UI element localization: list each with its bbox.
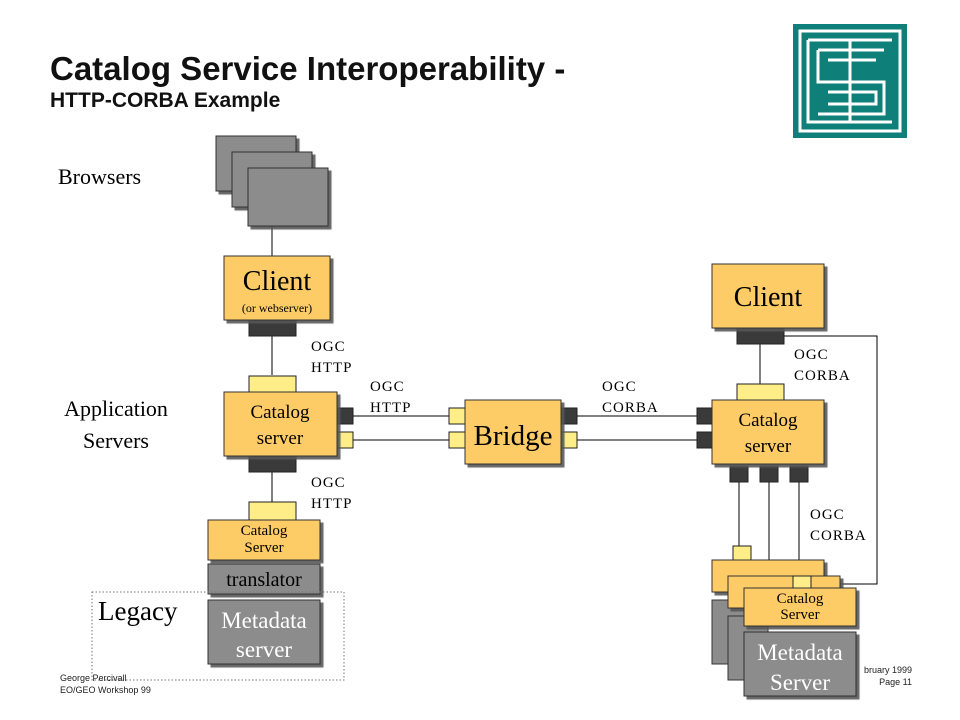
client-right: Client	[711, 263, 825, 329]
proto-ogc: OGC	[810, 507, 845, 523]
proto-ogc: OGC	[311, 339, 346, 355]
footer-author: George Percivall	[60, 673, 127, 683]
catalog-server-small-left-line2: Server	[244, 540, 283, 556]
port-dark	[696, 407, 714, 425]
port-light	[448, 407, 466, 425]
proto-http: HTTP	[370, 400, 412, 416]
port-light	[248, 501, 297, 521]
proto-ogc: OGC	[602, 379, 637, 395]
proto-corba: CORBA	[810, 528, 867, 544]
bridge-label: Bridge	[474, 420, 553, 452]
port-light	[736, 383, 785, 401]
port-dark	[789, 465, 809, 483]
footer-right: bruary 1999 Page 11	[856, 664, 912, 688]
client-left-label: Client	[243, 266, 312, 297]
browser-window	[247, 167, 329, 227]
app-servers-label-2: Servers	[83, 428, 149, 453]
port-dark	[248, 455, 297, 473]
proto-http: HTTP	[311, 496, 353, 512]
footer-event: EO/GEO Workshop 99	[60, 685, 151, 695]
port-light	[448, 431, 466, 449]
port-light	[248, 375, 297, 393]
app-servers-label-1: Application	[64, 396, 168, 421]
catalog-server-small-right-line2: Server	[780, 607, 819, 623]
legacy-boundary	[91, 591, 345, 681]
port-dark	[696, 431, 714, 449]
client-right-label: Client	[734, 282, 803, 313]
proto-corba: CORBA	[794, 368, 851, 384]
metadata-server-right-line1: Metadata	[757, 640, 843, 665]
port-dark	[729, 465, 749, 483]
footer-page: Page 11	[879, 677, 912, 687]
footer-date: bruary 1999	[863, 665, 912, 675]
sgs-logo	[793, 24, 907, 138]
catalog-server-left-line2: server	[257, 428, 304, 449]
catalog-server-right-line1: Catalog	[738, 410, 798, 431]
proto-ogc: OGC	[311, 475, 346, 491]
footer-left: George Percivall EO/GEO Workshop 99	[60, 672, 151, 696]
catalog-server-left: Catalog server	[223, 391, 338, 457]
browser-stack	[215, 135, 329, 227]
port-light	[732, 545, 752, 561]
protocol-labels: OGC HTTP OGC HTTP OGC CORBA OGC CORBA OG…	[311, 339, 867, 544]
page-subtitle: HTTP-CORBA Example	[50, 89, 281, 112]
catalog-server-left-line1: Catalog	[250, 402, 310, 423]
catalog-server-small-left-line1: Catalog	[241, 523, 288, 539]
client-left: Client (or webserver)	[223, 255, 331, 321]
port-dark	[336, 407, 354, 425]
port-dark	[248, 319, 297, 337]
bridge-node: Bridge	[464, 399, 562, 465]
translator-label: translator	[226, 569, 302, 591]
proto-ogc: OGC	[794, 347, 829, 363]
port-dark	[560, 407, 578, 425]
ports	[248, 319, 809, 561]
translator-node: translator	[207, 563, 321, 595]
port-light	[336, 431, 354, 449]
metadata-server-left-line2: server	[236, 637, 293, 662]
catalog-server-small-right-line1: Catalog	[777, 591, 824, 607]
connection-lines	[271, 225, 878, 585]
catalog-server-right-line2: server	[745, 436, 792, 457]
metadata-server-right-line2: Server	[770, 670, 830, 695]
client-left-sublabel: (or webserver)	[242, 301, 312, 315]
proto-corba: CORBA	[602, 400, 659, 416]
proto-ogc: OGC	[370, 379, 405, 395]
catalog-server-small-left: Catalog Server	[207, 519, 321, 561]
port-dark	[759, 465, 779, 483]
metadata-server-left-line1: Metadata	[221, 608, 307, 633]
browsers-label: Browsers	[58, 164, 141, 189]
catalog-server-right: Catalog server	[711, 399, 825, 465]
stacked-servers-right: Catalog Server Metadata Server	[711, 559, 857, 697]
port-dark	[736, 327, 785, 345]
page-title: Catalog Service Interoperability -	[50, 50, 566, 87]
port-light	[560, 431, 578, 449]
legacy-label: Legacy	[98, 596, 178, 626]
metadata-server-left: Metadata server	[207, 599, 321, 665]
proto-http: HTTP	[311, 360, 353, 376]
